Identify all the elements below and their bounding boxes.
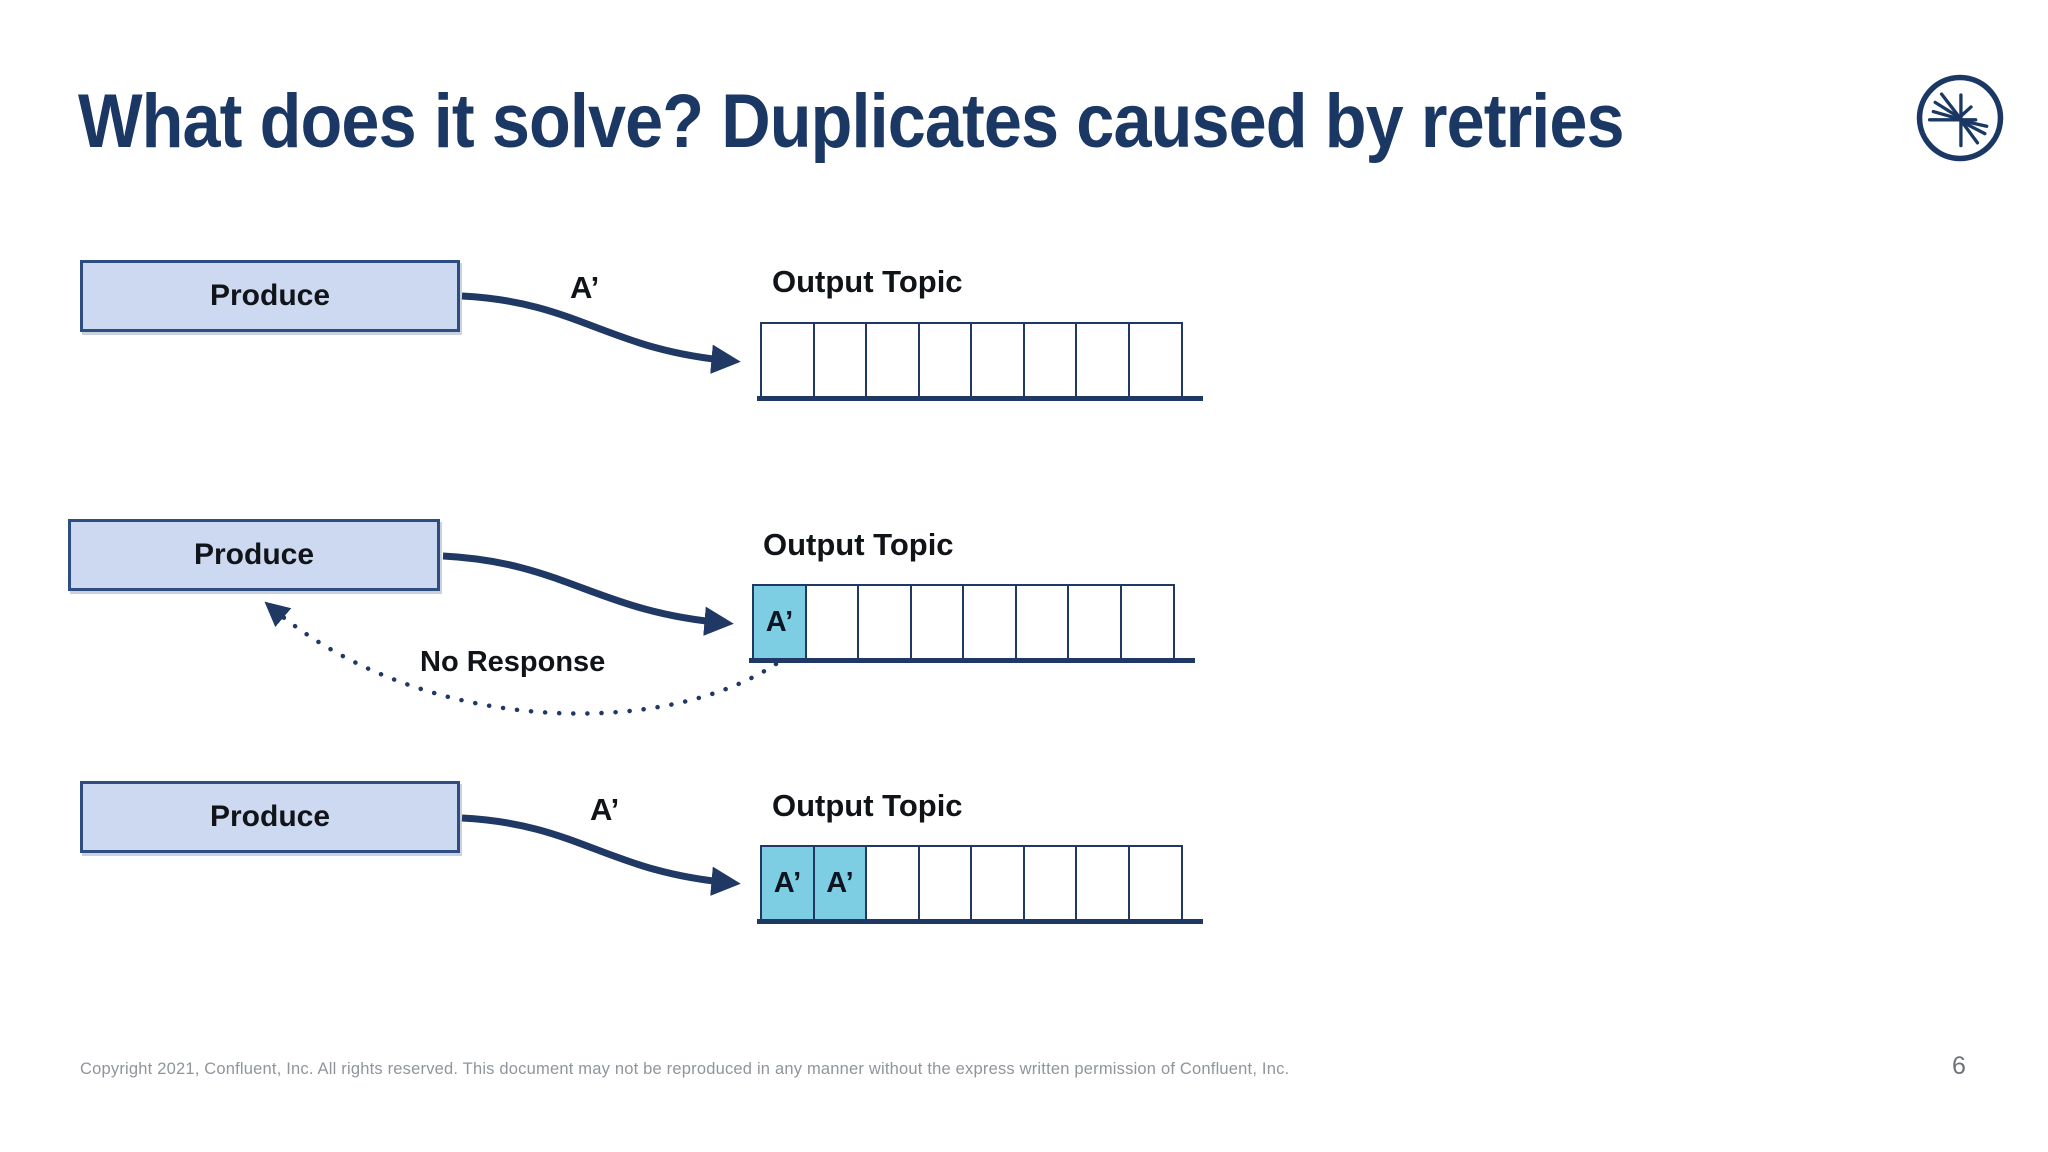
produce-box: Produce: [68, 519, 440, 591]
produce-label: Produce: [193, 538, 315, 571]
no-response-label: No Response: [420, 646, 606, 678]
output-topic-label: Output Topic: [763, 527, 954, 562]
topic-cell: [962, 584, 1017, 660]
topic-cell: [865, 322, 920, 398]
topic-cell: [970, 322, 1025, 398]
topic-array: [760, 322, 1183, 398]
topic-cell: [812, 322, 868, 398]
topic-array: A’: [752, 584, 1175, 660]
topic-array-baseline: [749, 658, 1195, 663]
topic-cell: [1022, 322, 1078, 398]
topic-array: A’ A’: [760, 845, 1183, 921]
topic-array-baseline: [757, 396, 1203, 401]
topic-cell: [1127, 322, 1183, 398]
topic-cell: [909, 584, 965, 660]
topic-array-baseline: [757, 919, 1203, 924]
footer-copyright: Copyright 2021, Confluent, Inc. All righ…: [80, 1060, 1290, 1078]
topic-cell-message: A’: [812, 845, 868, 921]
topic-cell: [760, 322, 815, 398]
produce-label: Produce: [209, 279, 331, 312]
topic-cell: [917, 322, 973, 398]
produce-arrow-row2: [442, 552, 734, 636]
topic-cell: [865, 845, 920, 921]
message-label: A’: [590, 792, 620, 827]
message-label: A’: [570, 270, 600, 305]
topic-cell: [1127, 845, 1183, 921]
produce-box: Produce: [80, 781, 460, 853]
topic-cell: [1075, 322, 1130, 398]
output-topic-label: Output Topic: [772, 788, 963, 823]
topic-cell: [804, 584, 860, 660]
topic-cell: [857, 584, 912, 660]
topic-cell: [917, 845, 973, 921]
produce-box: Produce: [80, 260, 460, 332]
topic-cell: [970, 845, 1025, 921]
confluent-logo-icon: [1914, 72, 2006, 164]
topic-cell-message: A’: [752, 584, 807, 660]
output-topic-label: Output Topic: [772, 264, 963, 299]
topic-cell: [1022, 845, 1078, 921]
page-number: 6: [1952, 1052, 1966, 1080]
topic-cell: [1014, 584, 1070, 660]
topic-cell-message: A’: [760, 845, 815, 921]
topic-cell: [1075, 845, 1130, 921]
slide-title: What does it solve? Duplicates caused by…: [78, 79, 1625, 164]
topic-cell: [1119, 584, 1175, 660]
topic-cell: [1067, 584, 1122, 660]
produce-label: Produce: [209, 800, 331, 833]
